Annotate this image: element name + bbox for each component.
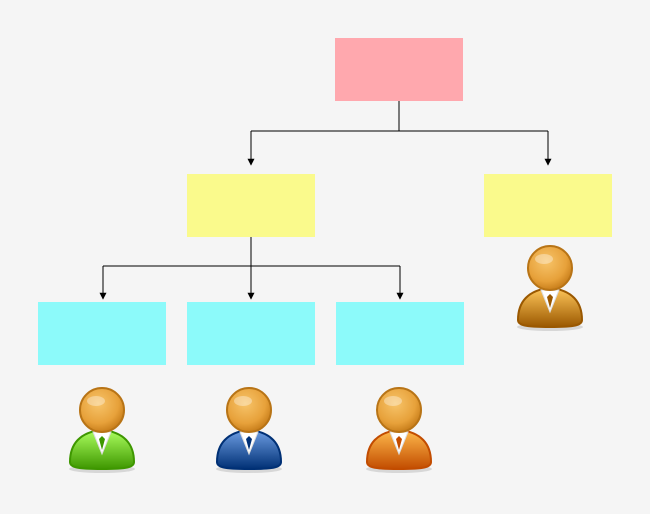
staff-3-label	[336, 302, 464, 365]
manager-left-box	[187, 174, 315, 237]
manager-left-label	[187, 174, 315, 237]
person-icon	[365, 387, 433, 473]
person-icon	[215, 387, 283, 473]
staff-3-box	[336, 302, 464, 365]
staff-1-label	[38, 302, 166, 365]
staff-1-box	[38, 302, 166, 365]
person-icon	[516, 245, 584, 331]
staff-2-label	[187, 302, 315, 365]
root-label	[335, 38, 463, 101]
manager-right-box	[484, 174, 612, 237]
staff-2-box	[187, 302, 315, 365]
root-box	[335, 38, 463, 101]
manager-right-label	[484, 174, 612, 237]
person-icon	[68, 387, 136, 473]
